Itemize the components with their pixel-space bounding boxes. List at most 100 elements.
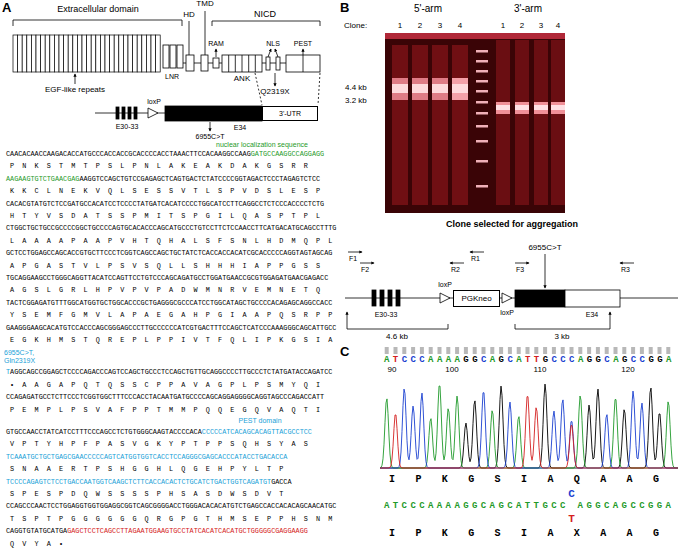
ladder-band bbox=[476, 125, 488, 128]
gene-structure-part bbox=[134, 107, 137, 119]
amino-acids: E G K H M S T Q R E P L P P I V T F Q L … bbox=[10, 336, 334, 344]
targeting-map-part bbox=[545, 254, 546, 288]
protein-domain-map-part bbox=[201, 55, 208, 71]
protein-row: Q V Y A • bbox=[10, 540, 65, 548]
gel-band bbox=[392, 78, 408, 100]
quality-bar bbox=[455, 347, 459, 354]
quality-bar bbox=[526, 347, 530, 354]
gel-band-core bbox=[496, 105, 510, 110]
label: Extracellular domain bbox=[57, 5, 139, 14]
egf-repeat bbox=[22, 35, 27, 72]
nucleotide-row: TAGGCAGCCGGAGCTCCCCAGACCCAGTCCAGCTGCCCTC… bbox=[6, 368, 332, 376]
label: loxP bbox=[438, 281, 452, 288]
label: F2 bbox=[361, 266, 369, 273]
ladder-band bbox=[476, 60, 488, 63]
egf-repeat bbox=[31, 35, 36, 72]
amino-acids: V P T Y H P F P A S V G K Y P T P P S Q … bbox=[10, 440, 310, 448]
protein-row: A G S L G R L H P V P V P A D W M N R V … bbox=[10, 286, 322, 294]
protein-domain-map-part bbox=[222, 55, 262, 72]
protein-sequence: I P K G S I A X A A G bbox=[389, 529, 666, 539]
label: 1 bbox=[501, 22, 505, 30]
protein-row: L A A A A P A A P V H T Q H A L S F S N … bbox=[10, 237, 334, 245]
targeting-map-part bbox=[348, 252, 362, 253]
protein-domain-map-part bbox=[216, 49, 217, 57]
label: 4.4 kb bbox=[345, 84, 367, 92]
protein-row: Y S E M F G M V L A P A E G A H P G I A … bbox=[10, 311, 334, 319]
nucleotides: TCAAATGCTGCTGAGCGAACCCCCAGTCATGGTGGTCACC… bbox=[6, 453, 287, 461]
egf-repeat bbox=[59, 35, 64, 72]
ladder-band bbox=[476, 50, 488, 53]
base-letter: A bbox=[455, 355, 464, 365]
label: 6955C>T bbox=[528, 244, 561, 252]
protein-domain-map-part bbox=[303, 49, 304, 55]
targeting-map-part bbox=[388, 290, 392, 306]
base-letter: G bbox=[472, 355, 481, 365]
domain-note: PEST domain bbox=[238, 417, 281, 424]
amino-acids: A P G A S T V L P S V S Q L L S H H H I … bbox=[10, 262, 322, 270]
label: LNR bbox=[165, 73, 179, 80]
quality-bar bbox=[622, 347, 626, 354]
amino-acids: A G S L G R L H P V P V P A D W M N R V … bbox=[10, 286, 322, 294]
protein-domain-map-part bbox=[228, 55, 229, 72]
nucleotides: CCCCCATCACAGCACAGTTACGCCTCC bbox=[202, 428, 312, 436]
gel-smear bbox=[452, 45, 468, 205]
ladder-band bbox=[476, 80, 488, 83]
quality-bar bbox=[411, 347, 415, 354]
protein-row: H T Y V S D A T S S P M I T S P G I L Q … bbox=[10, 212, 322, 220]
egf-repeat bbox=[156, 35, 161, 72]
quality-bar bbox=[464, 347, 468, 354]
label: R3 bbox=[621, 266, 630, 273]
box-label: PGKneo bbox=[461, 295, 491, 303]
label: 90 bbox=[388, 366, 397, 374]
label: E34 bbox=[234, 124, 246, 131]
label: 4 bbox=[556, 22, 560, 30]
protein-row: E G K H M S T Q R E P L P P I V T F Q L … bbox=[10, 336, 334, 344]
gene-box: 3'-UTR bbox=[262, 106, 318, 121]
nucleotides: CCAGAGATGCCTCTTCCCTCGGTGGCTTTCCCACCTACAA… bbox=[6, 393, 324, 401]
trace-channel bbox=[380, 389, 678, 468]
protein-row: P E M P L P S V A F P P T M M P Q Q E G … bbox=[10, 406, 322, 414]
protein-domain-map-part bbox=[266, 57, 270, 70]
egf-repeat bbox=[133, 35, 138, 72]
label: Q2319X bbox=[260, 88, 289, 96]
nucleotides: T bbox=[6, 368, 10, 376]
quality-bar bbox=[420, 347, 424, 354]
gel-band bbox=[515, 102, 529, 114]
nucleotide-row: CAACACAACCAAGACACCATGCCCACCACCGCACCCCACC… bbox=[6, 150, 324, 158]
targeting-map-part bbox=[470, 252, 484, 253]
quality-bar bbox=[578, 347, 582, 354]
protein-domain-map-part bbox=[13, 20, 182, 26]
quality-bar bbox=[552, 347, 556, 354]
gel-background bbox=[385, 33, 565, 213]
nucleotide-row: TCCCCAGAGTCTCCTGACCAATGGTCAAGCTCTTCACCAC… bbox=[6, 478, 292, 486]
egf-repeat bbox=[142, 35, 147, 72]
base-letter: G bbox=[463, 355, 472, 365]
label: 100 bbox=[445, 366, 458, 374]
gene-structure-part bbox=[148, 108, 158, 118]
gel-band bbox=[452, 78, 468, 100]
quality-bar bbox=[614, 347, 618, 354]
protein-row: • A A G A P Q T Q S S C P P A V A G P L … bbox=[10, 381, 322, 389]
label: 4.6 kb bbox=[386, 333, 408, 341]
egf-repeat bbox=[110, 35, 115, 72]
protein-domain-map-part bbox=[213, 58, 219, 68]
quality-bar bbox=[543, 347, 547, 354]
base-letter: G bbox=[596, 355, 605, 365]
targeting-map-part bbox=[620, 263, 634, 264]
quality-bar bbox=[429, 347, 433, 354]
quality-bar bbox=[490, 347, 494, 354]
label: 1 bbox=[398, 22, 402, 30]
nucleotide-row: CACACGTATGTCTCCGATGCCACATCCTCCCCTATGATCA… bbox=[6, 200, 324, 208]
base-letter: A bbox=[516, 355, 525, 365]
quality-bar bbox=[402, 347, 406, 354]
gel-band-core bbox=[392, 84, 408, 93]
base-letter: A bbox=[666, 355, 675, 365]
panel-letter: A bbox=[2, 1, 11, 14]
gel-band-core bbox=[412, 84, 428, 93]
quality-bar bbox=[394, 347, 398, 354]
targeting-map-part bbox=[502, 293, 512, 303]
label: T bbox=[568, 514, 575, 525]
egf-repeat bbox=[128, 35, 133, 72]
base-letter: C bbox=[551, 355, 560, 365]
protein-domain-map-part bbox=[275, 73, 276, 86]
